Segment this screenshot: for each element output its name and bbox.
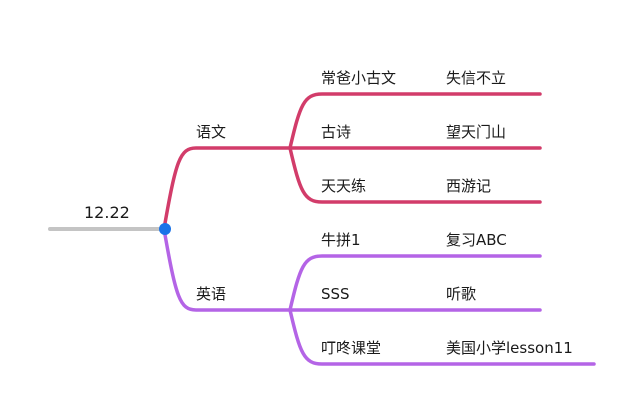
leaf-line-english-3	[288, 308, 596, 366]
topic-yuwen-3[interactable]: 天天练	[321, 177, 367, 195]
detail-yuwen-3[interactable]: 西游记	[446, 177, 492, 195]
detail-english-1[interactable]: 复习ABC	[446, 231, 507, 249]
detail-yuwen-2[interactable]: 望天门山	[446, 123, 507, 141]
leaf-line-yuwen-1	[288, 92, 542, 150]
detail-english-3[interactable]: 美国小学lesson11	[446, 339, 573, 357]
root-topic[interactable]: 12.22	[84, 203, 130, 222]
branch-label-yuwen[interactable]: 语文	[196, 123, 227, 141]
topic-english-3[interactable]: 叮咚课堂	[321, 339, 382, 357]
detail-yuwen-1[interactable]: 失信不立	[446, 69, 507, 87]
root-node-dot[interactable]	[159, 223, 171, 235]
topic-english-2[interactable]: SSS	[321, 285, 350, 303]
leaf-line-english-1	[288, 254, 542, 312]
leaf-line-yuwen-3	[288, 146, 542, 204]
topic-yuwen-2[interactable]: 古诗	[321, 123, 352, 141]
branch-line-yuwen	[162, 146, 292, 231]
topic-yuwen-1[interactable]: 常爸小古文	[321, 69, 397, 87]
detail-english-2[interactable]: 听歌	[446, 285, 477, 303]
branch-label-english[interactable]: 英语	[196, 285, 227, 303]
topic-english-1[interactable]: 牛拼1	[321, 231, 361, 249]
branch-line-english	[162, 227, 292, 312]
